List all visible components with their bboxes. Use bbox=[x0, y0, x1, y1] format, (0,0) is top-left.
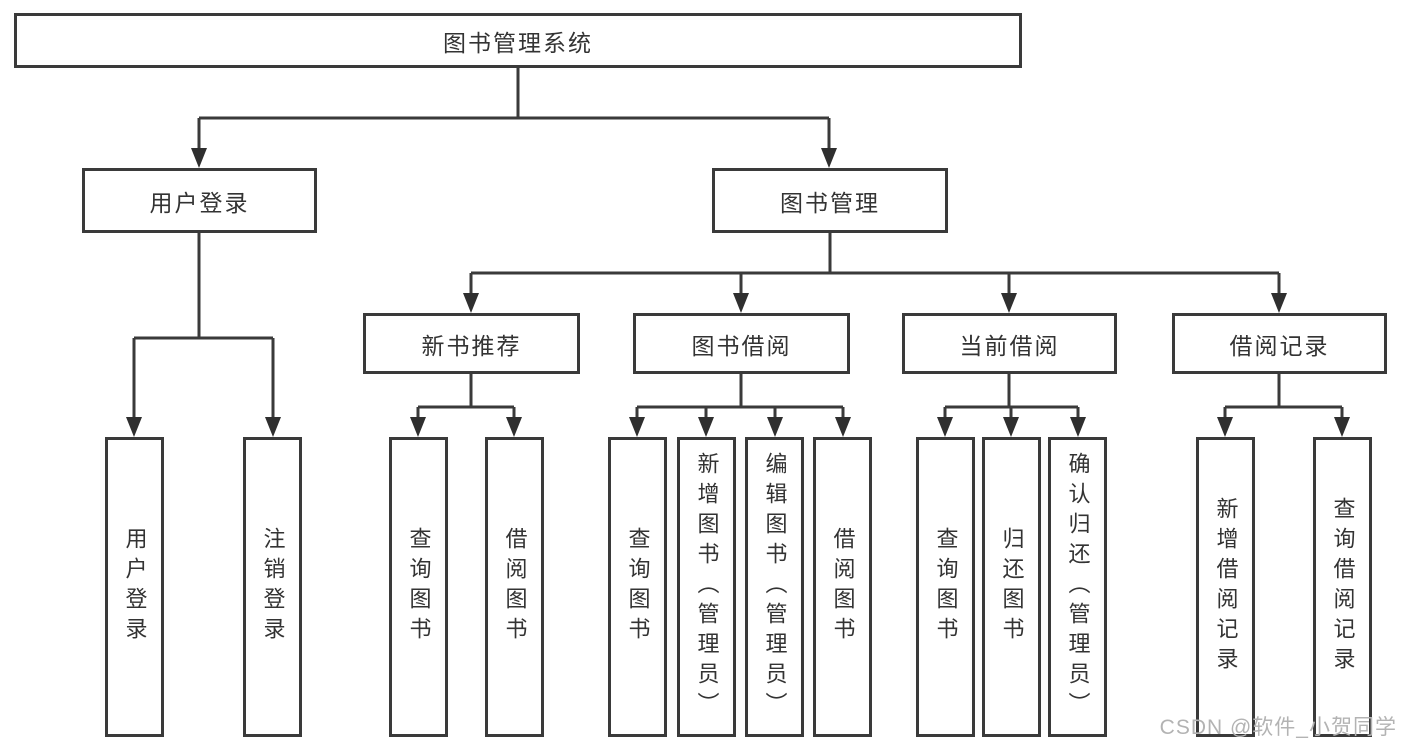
connector-bookmgmt-to-level3 bbox=[463, 233, 1287, 313]
connector-root-to-level2 bbox=[191, 68, 837, 168]
leaf-records-query: 查询借阅记录 bbox=[1313, 437, 1372, 737]
connector-login-to-leaves bbox=[126, 233, 281, 437]
leaf-borrow-add-admin: 新增图书（管理员） bbox=[677, 437, 736, 737]
leaf-logout: 注销登录 bbox=[243, 437, 302, 737]
connector-borrow-to-leaves bbox=[629, 374, 851, 437]
leaf-label: 借阅图书 bbox=[830, 527, 856, 647]
leaf-current-return: 归还图书 bbox=[982, 437, 1041, 737]
leaf-label: 确认归还（管理员） bbox=[1065, 452, 1091, 722]
node-borrow-records: 借阅记录 bbox=[1172, 313, 1387, 374]
leaf-label: 借阅图书 bbox=[502, 527, 528, 647]
leaf-label: 新增借阅记录 bbox=[1213, 497, 1239, 677]
csdn-watermark: CSDN @软件_小贺同学 bbox=[1159, 716, 1397, 739]
leaf-newbook-borrow: 借阅图书 bbox=[485, 437, 544, 737]
node-book-management: 图书管理 bbox=[712, 168, 948, 233]
node-current-borrow: 当前借阅 bbox=[902, 313, 1117, 374]
leaf-label: 查询借阅记录 bbox=[1330, 497, 1356, 677]
leaf-label: 查询图书 bbox=[406, 527, 432, 647]
leaf-label: 查询图书 bbox=[625, 527, 651, 647]
leaf-label: 归还图书 bbox=[999, 527, 1025, 647]
leaf-user-login: 用户登录 bbox=[105, 437, 164, 737]
leaf-borrow-book: 借阅图书 bbox=[813, 437, 872, 737]
connector-records-to-leaves bbox=[1217, 374, 1350, 437]
leaf-current-query: 查询图书 bbox=[916, 437, 975, 737]
leaf-borrow-query: 查询图书 bbox=[608, 437, 667, 737]
leaf-label: 新增图书（管理员） bbox=[694, 452, 720, 722]
connector-newbook-to-leaves bbox=[410, 374, 522, 437]
connector-current-to-leaves bbox=[937, 374, 1086, 437]
leaf-newbook-query: 查询图书 bbox=[389, 437, 448, 737]
leaf-label: 编辑图书（管理员） bbox=[762, 452, 788, 722]
leaf-label: 注销登录 bbox=[260, 527, 286, 647]
leaf-records-add: 新增借阅记录 bbox=[1196, 437, 1255, 737]
leaf-borrow-edit-admin: 编辑图书（管理员） bbox=[745, 437, 804, 737]
leaf-label: 查询图书 bbox=[933, 527, 959, 647]
node-user-login: 用户登录 bbox=[82, 168, 317, 233]
node-root: 图书管理系统 bbox=[14, 13, 1022, 68]
leaf-label: 用户登录 bbox=[122, 527, 148, 647]
node-book-borrow: 图书借阅 bbox=[633, 313, 850, 374]
node-new-book-recommend: 新书推荐 bbox=[363, 313, 580, 374]
leaf-current-confirm-admin: 确认归还（管理员） bbox=[1048, 437, 1107, 737]
